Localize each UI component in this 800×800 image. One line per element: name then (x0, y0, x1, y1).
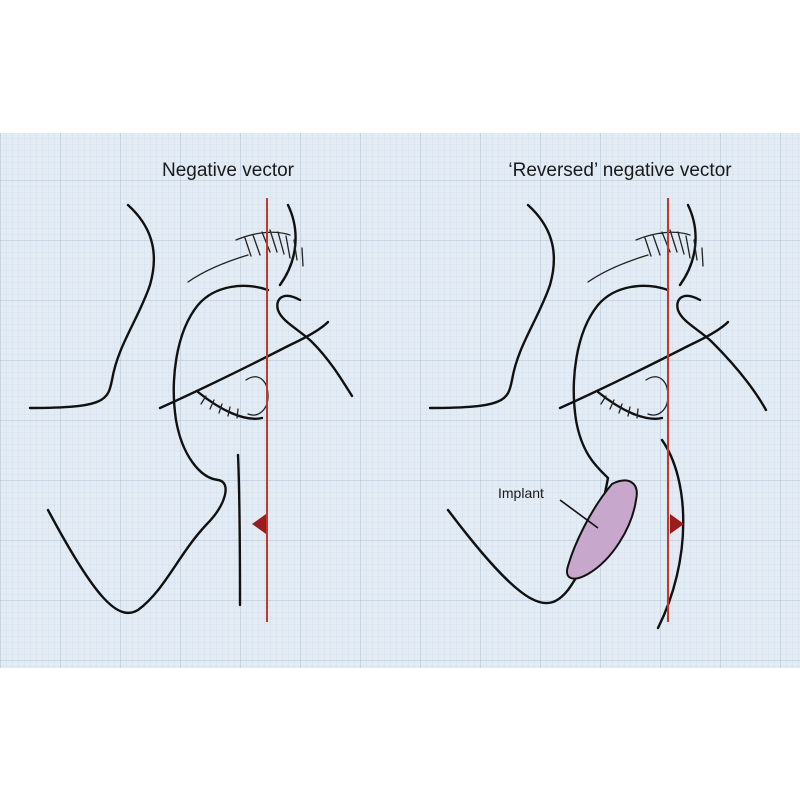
implant-shape (566, 479, 638, 580)
brow-lid-crease (158, 320, 330, 410)
implant-label: Implant (498, 485, 544, 501)
eyebrow-hatching-right (587, 229, 704, 283)
orbit-cheek-outline-right (446, 284, 670, 605)
face-profile-outline (28, 203, 156, 410)
upper-lid-right (596, 390, 664, 420)
orbit-cheek-outline (46, 284, 270, 615)
eyelash-lines-right (600, 395, 639, 419)
eyelash-lines (200, 395, 239, 419)
lower-lid-cheek-line (236, 453, 242, 607)
graph-paper-grid (0, 133, 800, 668)
implant-leader-line (559, 499, 599, 529)
panel-title-reversed-negative-vector: ‘Reversed’ negative vector (508, 160, 732, 181)
vector-arrow-right (670, 514, 684, 534)
face-profile-outline-right (428, 203, 556, 410)
nasal-bridge (276, 294, 354, 398)
brow-lid-crease-right (558, 320, 730, 410)
panel-title-negative-vector: Negative vector (162, 160, 295, 181)
panel-negative-vector: Negative vector (28, 160, 354, 622)
vector-arrow-left (252, 514, 266, 534)
panel-reversed-negative-vector: ‘Reversed’ negative vector Implant (428, 160, 768, 630)
upper-lid (196, 390, 264, 420)
nasal-bridge-right (676, 294, 768, 412)
